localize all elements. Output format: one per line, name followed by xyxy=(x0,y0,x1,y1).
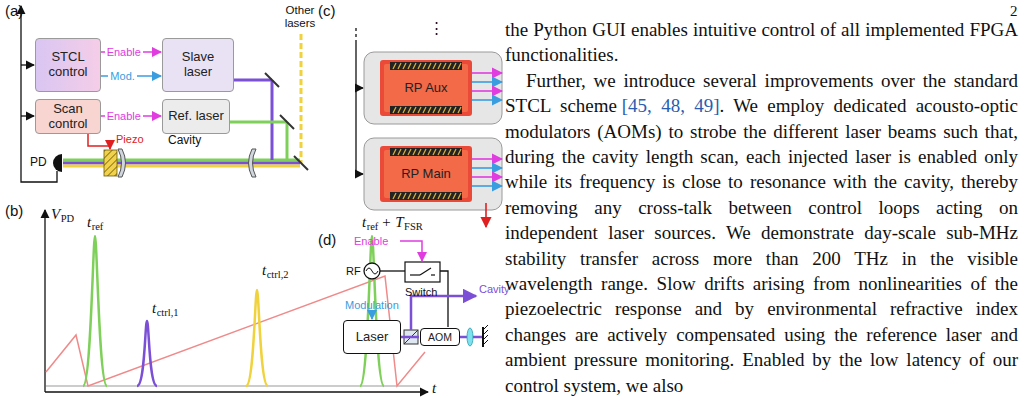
subscript-label: ctrl,1 xyxy=(157,307,179,319)
figure-label: Enable xyxy=(354,235,388,247)
subscript-label: FSR xyxy=(404,221,423,233)
paragraph: Further, we introduce several improvemen… xyxy=(505,68,1018,398)
figure-label: ⋮ xyxy=(429,20,444,37)
edge-label: Enable xyxy=(105,46,143,58)
subscript-label: ref xyxy=(92,221,104,233)
control-box: STCL control xyxy=(35,38,101,92)
edge-label: Enable xyxy=(105,110,143,122)
edge-label: Mod. xyxy=(108,70,136,82)
node-text: Laser xyxy=(353,330,392,345)
aom-box: AOM xyxy=(420,328,460,346)
body-text: the Python GUI enables intuitive control… xyxy=(505,17,1018,398)
figure-label: t xyxy=(432,380,436,397)
figure-label: Piezo xyxy=(116,133,144,145)
figure-label: Modulation xyxy=(345,299,399,311)
paragraph: the Python GUI enables intuitive control… xyxy=(505,17,1018,68)
figure-label: (c) xyxy=(318,3,336,20)
subscript-label: + T xyxy=(381,214,403,231)
figure-label: 2 xyxy=(1010,3,1018,20)
node-text: AOM xyxy=(425,331,455,343)
figure-label: t xyxy=(362,214,366,231)
figure-label: V xyxy=(51,206,60,223)
control-box: Scan control xyxy=(35,99,101,134)
connectors xyxy=(101,52,419,337)
figure-label: (d) xyxy=(318,232,336,249)
figure-label: Cavity xyxy=(479,283,510,295)
node-text: Slave laser xyxy=(163,50,233,80)
citation: [45, 48, 49] xyxy=(622,95,720,116)
figure-label: t xyxy=(87,214,91,231)
fpga-board: RP Aux xyxy=(380,60,472,116)
laser-box: Ref. laser xyxy=(162,99,230,134)
panel-a-art xyxy=(21,6,308,182)
figure-label: Switch xyxy=(405,286,437,298)
body-text-run: . We employ dedicated acousto-optic modu… xyxy=(505,95,1018,395)
figure-label: PD xyxy=(30,156,47,169)
subscript-label: ref xyxy=(367,221,379,233)
node-text: RP Main xyxy=(398,167,454,182)
subscript-label: ctrl,2 xyxy=(267,269,289,281)
figure-label: (a) xyxy=(5,3,23,20)
subscript-label: PD xyxy=(61,213,74,225)
figure-label: Cavity xyxy=(168,134,201,147)
figure-label: t xyxy=(262,262,266,279)
node-text: Ref. laser xyxy=(165,109,227,124)
node-text: RP Aux xyxy=(401,81,450,96)
panel-b-art xyxy=(45,210,428,392)
body-text-run: the Python GUI enables intuitive control… xyxy=(505,19,1018,65)
fpga-board: RP Main xyxy=(380,146,472,202)
figure-label: Other lasers xyxy=(276,4,324,29)
laser-box: Slave laser xyxy=(162,38,234,92)
figure-label: (b) xyxy=(5,203,23,220)
figure-label: t xyxy=(152,300,156,317)
figure-label: RF xyxy=(346,265,361,277)
panel-c-art xyxy=(356,28,502,227)
laser-box: Laser xyxy=(343,320,401,354)
node-text: Scan control xyxy=(36,102,100,132)
connector xyxy=(401,336,419,339)
node-text: STCL control xyxy=(36,50,100,80)
